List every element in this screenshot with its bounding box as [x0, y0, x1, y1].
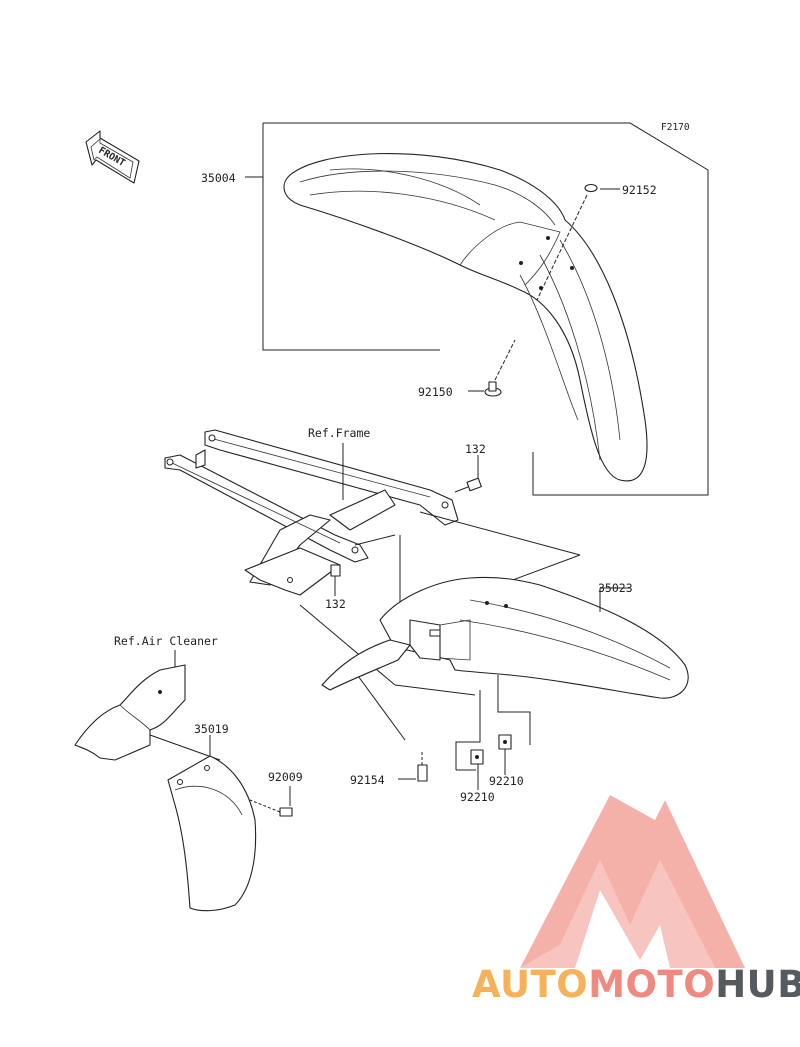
- watermark-auto: AUTO: [472, 963, 588, 1006]
- screw-92150: [484, 381, 502, 397]
- label-92152: 92152: [622, 183, 657, 197]
- label-132-bottom: 132: [325, 597, 346, 611]
- ref-frame-label: Ref.Frame: [308, 426, 370, 440]
- clip-nut-92210-right: [498, 734, 512, 750]
- label-92210-right: 92210: [489, 774, 524, 788]
- front-fender-box: [263, 122, 709, 496]
- label-92154: 92154: [350, 773, 385, 787]
- bolt-92154: [417, 752, 428, 782]
- bolt-132-bottom: [330, 564, 341, 588]
- label-35019: 35019: [194, 722, 229, 736]
- rear-fender-35023: [321, 576, 689, 699]
- ref-air-cleaner-label: Ref.Air Cleaner: [114, 634, 218, 648]
- front-fender-box-left: [262, 123, 440, 351]
- label-35004: 35004: [201, 171, 236, 185]
- label-132-top: 132: [465, 442, 486, 456]
- watermark-text: AUTOMOTOHUB: [472, 963, 800, 1006]
- watermark-moto: MOTO: [588, 963, 715, 1006]
- label-92009: 92009: [268, 770, 303, 784]
- label-35023: 35023: [598, 581, 633, 595]
- mud-flap-35019: [167, 755, 257, 912]
- screw-92009: [249, 799, 293, 817]
- front-arrow-icon: FRONT: [85, 130, 140, 184]
- label-92150: 92150: [418, 385, 453, 399]
- front-fender-35004: [283, 153, 648, 482]
- air-cleaner-housing: [74, 664, 186, 761]
- bolt-132-top: [454, 477, 482, 493]
- figure-code: F2170: [661, 122, 690, 133]
- label-92210-left: 92210: [460, 790, 495, 804]
- watermark-hub: HUB: [715, 963, 800, 1006]
- washer-92152: [584, 183, 598, 193]
- watermark-logo: [520, 795, 745, 968]
- rear-subframe: [164, 429, 459, 596]
- clip-nut-92210-left: [470, 749, 484, 765]
